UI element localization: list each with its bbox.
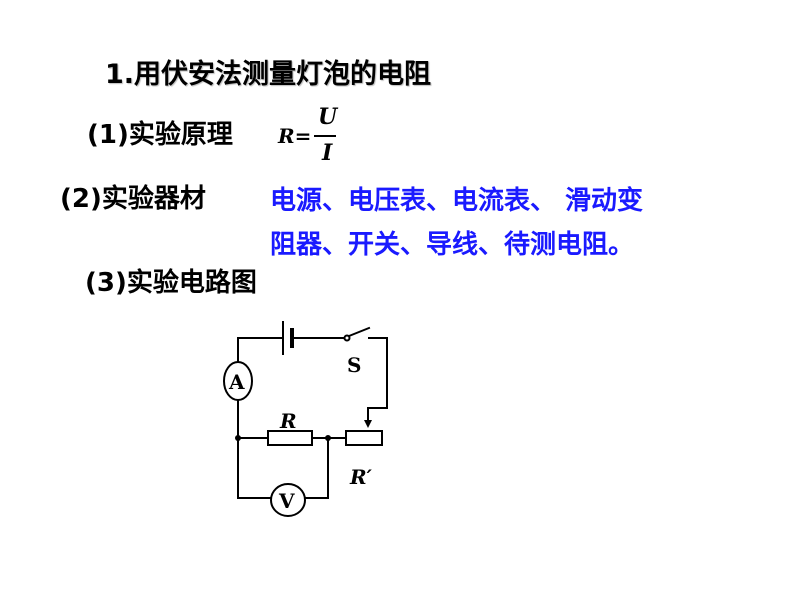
- junction-right: [325, 435, 331, 441]
- resistor-label: R: [279, 409, 297, 433]
- slide-title: 1.用伏安法测量灯泡的电阻: [105, 59, 432, 90]
- rheostat-body: [345, 430, 383, 446]
- switch-label: S: [347, 353, 361, 377]
- formula-numerator: U: [318, 104, 338, 130]
- resistor-r: [267, 430, 313, 446]
- ammeter-circle: [223, 361, 253, 401]
- voltmeter-circle: [270, 483, 306, 517]
- equipment-line-2: 阻器、开关、导线、待测电阻。: [270, 230, 635, 260]
- junction-left: [235, 435, 241, 441]
- rheostat-label: R′: [349, 465, 373, 489]
- fraction-bar: [314, 135, 336, 137]
- slider-arrowhead: [364, 420, 372, 428]
- formula-denominator: I: [322, 140, 333, 166]
- formula-lhs: R=: [278, 124, 312, 148]
- item-circuit-label: (3)实验电路图: [85, 268, 257, 298]
- item-equipment-label: (2)实验器材: [60, 184, 206, 214]
- switch-contact: [343, 334, 351, 342]
- voltmeter-label: V: [278, 489, 295, 513]
- equipment-line-1: 电源、电压表、电流表、 滑动变: [270, 186, 644, 216]
- item-principle-label: (1)实验原理: [87, 120, 233, 150]
- ammeter-label: A: [228, 370, 245, 394]
- ohm-law-formula: R= U I: [278, 104, 348, 170]
